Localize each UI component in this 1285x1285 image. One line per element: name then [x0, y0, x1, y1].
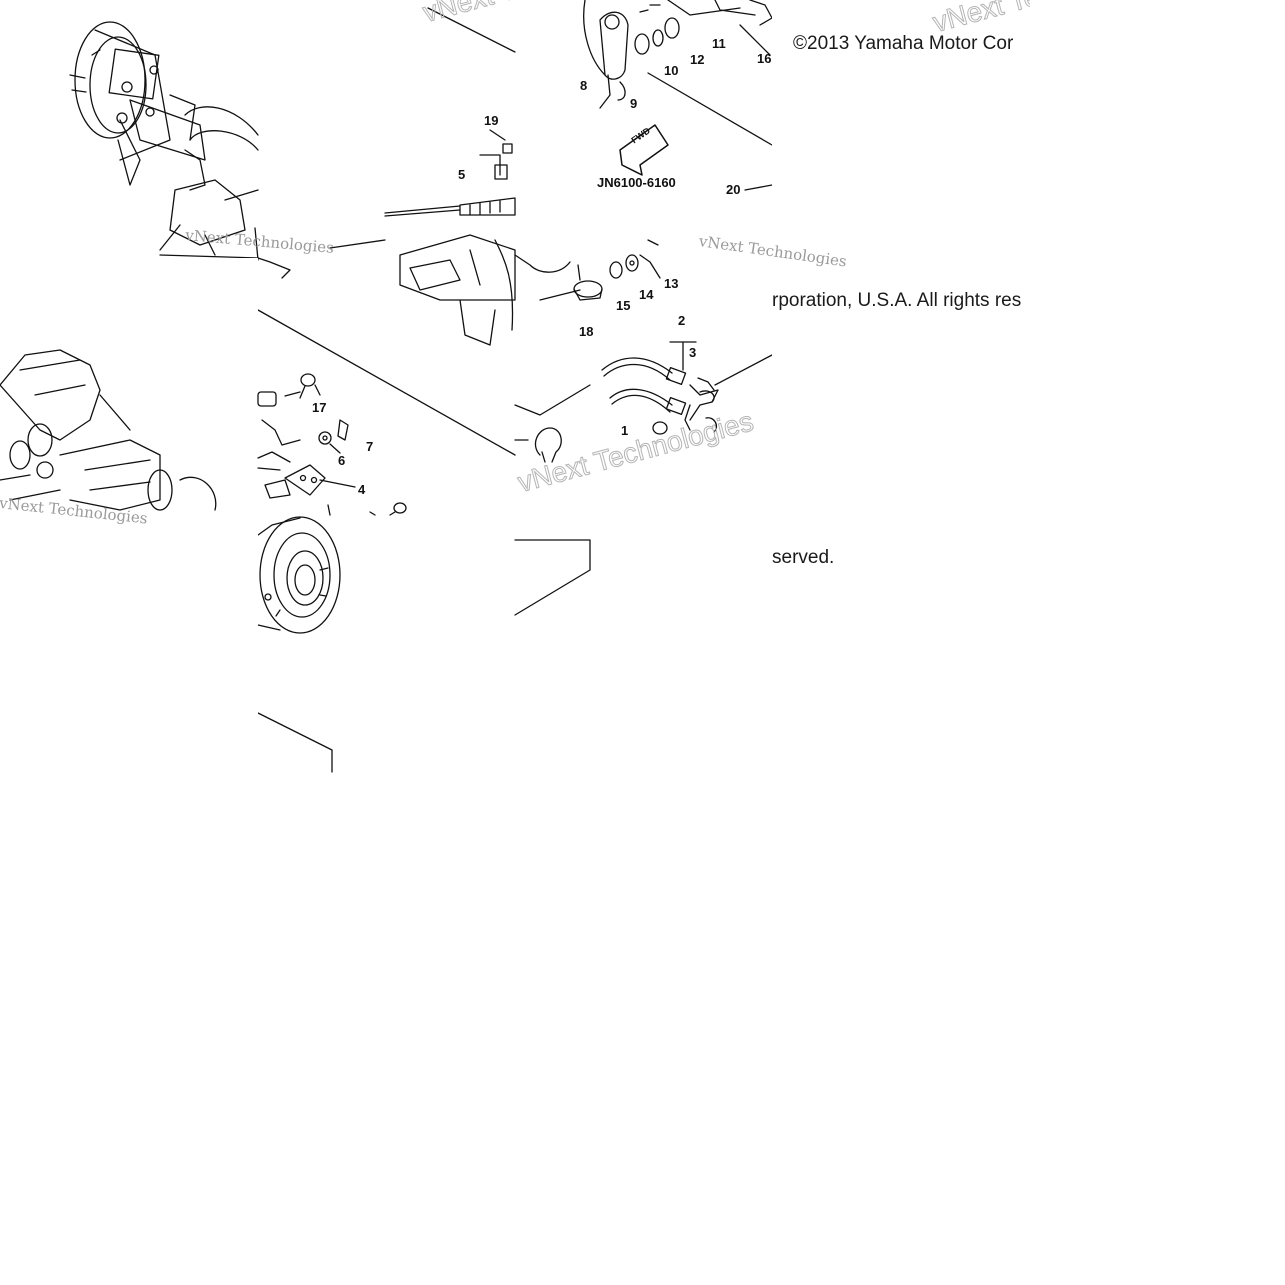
pivot-bolts-illustration — [257, 309, 516, 516]
callout-11: 11 — [712, 36, 726, 51]
callout-13: 13 — [664, 276, 679, 291]
callout-3: 3 — [689, 345, 697, 360]
copyright-fragment-middle: rporation, U.S.A. All rights res — [772, 290, 1022, 311]
front-hub-illustration — [9, 516, 591, 773]
callout-14: 14 — [639, 287, 654, 302]
callout-18: 18 — [579, 324, 594, 339]
callout-15: 15 — [616, 298, 631, 313]
shift-cables-illustration — [514, 341, 773, 435]
callout-16: 16 — [757, 51, 772, 66]
callout-9: 9 — [630, 96, 638, 111]
copyright-fragment-top: ©2013 Yamaha Motor Cor — [793, 33, 1014, 54]
clip-ring-illustration — [514, 427, 562, 463]
callout-19: 19 — [484, 113, 499, 128]
callout-10: 10 — [664, 63, 679, 78]
callout-20: 20 — [726, 182, 741, 197]
outline-edge — [427, 7, 516, 53]
callout-12: 12 — [690, 52, 705, 67]
callout-8: 8 — [580, 78, 588, 93]
rear-axle-hub-illustration — [69, 21, 259, 261]
callout-7: 7 — [366, 439, 374, 454]
blank-margin-bottom — [0, 776, 1285, 1285]
brake-cable-bracket-illustration — [257, 129, 516, 346]
transaxle-illustration — [0, 349, 217, 511]
drawing-reference-code: JN6100-6160 — [597, 175, 676, 190]
callout-1: 1 — [621, 423, 629, 438]
copyright-fragment-bottom: served. — [772, 547, 835, 568]
callout-4: 4 — [358, 482, 366, 497]
missing-tile-mask — [0, 0, 1032, 776]
fwd-arrow-icon — [619, 124, 669, 176]
callout-5: 5 — [458, 167, 466, 182]
callout-2: 2 — [678, 313, 686, 328]
shift-lever-illustration — [583, 0, 773, 191]
callout-6: 6 — [338, 453, 346, 468]
linkage-nuts-illustration — [514, 239, 661, 301]
callout-17: 17 — [312, 400, 327, 415]
